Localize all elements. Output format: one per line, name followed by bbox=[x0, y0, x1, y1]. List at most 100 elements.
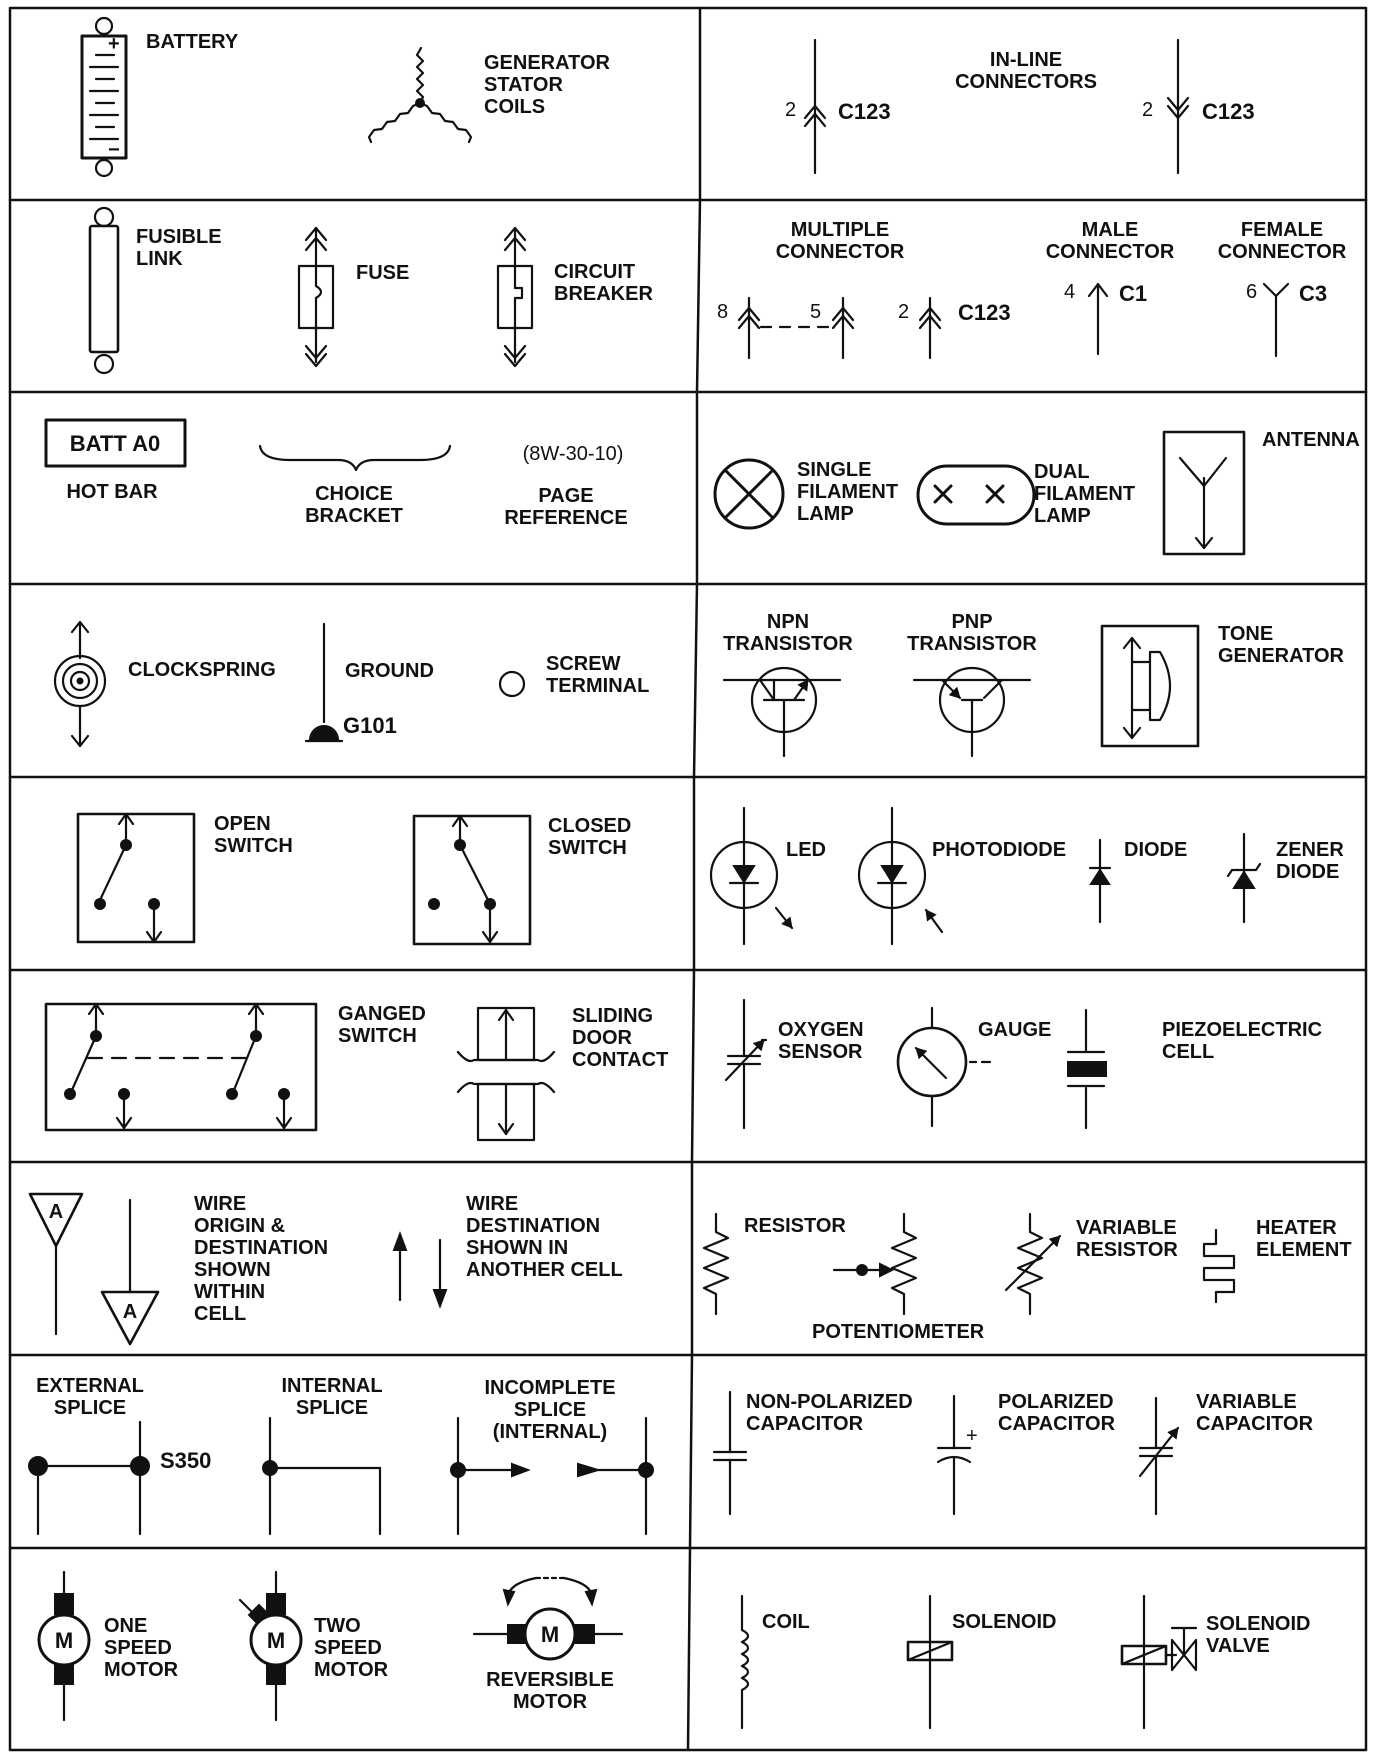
variable-capacitor-symbol: VARIABLE CAPACITOR bbox=[1138, 1391, 1314, 1516]
incomplete-splice-label-line-1: INCOMPLETE bbox=[484, 1377, 615, 1399]
tone-generator-label-line-1: TONE bbox=[1218, 623, 1273, 645]
single-lamp-label-line-3: LAMP bbox=[797, 503, 854, 525]
single-lamp-label-line-2: FILAMENT bbox=[797, 481, 898, 503]
wire-origin-letter-top: A bbox=[49, 1201, 63, 1223]
ground-id: G101 bbox=[343, 713, 397, 738]
sliding-door-contact-icon bbox=[456, 1006, 556, 1142]
generator-stator-icon bbox=[367, 46, 473, 144]
hot-bar-label: HOT BAR bbox=[66, 481, 158, 503]
pnp-transistor-symbol: PNP TRANSISTOR bbox=[907, 611, 1037, 758]
multi-pin-2: 5 bbox=[810, 301, 821, 323]
circuit-breaker-label-line-2: BREAKER bbox=[554, 283, 653, 305]
female-connector-id: C3 bbox=[1299, 281, 1327, 306]
oxygen-sensor-symbol: OXYGEN SENSOR bbox=[724, 998, 864, 1130]
solenoid-valve-icon bbox=[1120, 1594, 1198, 1730]
hot-bar-box-text: BATT A0 bbox=[70, 431, 160, 456]
inline-left-pin: 2 bbox=[785, 99, 796, 121]
screw-terminal-icon bbox=[498, 670, 526, 698]
clockspring-icon bbox=[53, 620, 107, 748]
solenoid-valve-label-line-1: SOLENOID bbox=[1206, 1613, 1310, 1635]
ganged-switch-label-line-2: SWITCH bbox=[338, 1025, 417, 1047]
open-switch-symbol: OPEN SWITCH bbox=[76, 812, 293, 944]
generator-label-line-3: COILS bbox=[484, 96, 545, 118]
oxygen-sensor-label-line-2: SENSOR bbox=[778, 1041, 863, 1063]
ground-label: GROUND bbox=[345, 660, 434, 682]
multi-pin-1: 8 bbox=[717, 301, 728, 323]
multi-connector-id: C123 bbox=[958, 300, 1011, 325]
pol-cap-label-line-2: CAPACITOR bbox=[998, 1413, 1116, 1435]
choice-bracket-label-line-2: BRACKET bbox=[305, 505, 403, 527]
dual-lamp-label-line-2: FILAMENT bbox=[1034, 483, 1135, 505]
sliding-door-label-line-1: SLIDING bbox=[572, 1005, 653, 1027]
battery-minus-sign: − bbox=[108, 139, 120, 161]
external-splice-id: S350 bbox=[160, 1448, 211, 1473]
resistor-label: RESISTOR bbox=[744, 1215, 846, 1237]
piezoelectric-cell-icon bbox=[1066, 1008, 1107, 1130]
diode-icon bbox=[1088, 838, 1112, 924]
page-reference-label-line-1: PAGE bbox=[538, 485, 593, 507]
npn-transistor-icon bbox=[722, 666, 842, 758]
coil-symbol: COIL bbox=[740, 1594, 810, 1730]
clockspring-symbol: CLOCKSPRING bbox=[53, 620, 276, 748]
clockspring-label: CLOCKSPRING bbox=[128, 659, 276, 681]
single-filament-lamp-symbol: SINGLE FILAMENT LAMP bbox=[713, 458, 898, 530]
solenoid-label: SOLENOID bbox=[952, 1611, 1056, 1633]
wire-origin-label-line-4: SHOWN bbox=[194, 1259, 271, 1281]
gauge-label: GAUGE bbox=[978, 1019, 1051, 1041]
coil-label: COIL bbox=[762, 1611, 810, 1633]
open-switch-icon bbox=[76, 812, 196, 944]
solenoid-valve-label-line-2: VALVE bbox=[1206, 1635, 1270, 1657]
wire-destination-label-line-1: WIRE bbox=[466, 1193, 518, 1215]
two-speed-motor-symbol: M TWO SPEED MOTOR bbox=[238, 1570, 389, 1722]
wire-origin-label-line-3: DESTINATION bbox=[194, 1237, 328, 1259]
zener-diode-symbol: ZENER DIODE bbox=[1226, 832, 1344, 924]
incomplete-splice-icon bbox=[450, 1416, 654, 1536]
female-connector-symbol: FEMALE CONNECTOR 6 C3 bbox=[1218, 219, 1347, 358]
ground-symbol: GROUND G101 bbox=[304, 622, 434, 743]
two-speed-label-line-2: SPEED bbox=[314, 1637, 382, 1659]
reversible-motor-icon bbox=[472, 1576, 624, 1661]
page-reference-value: (8W-30-10) bbox=[523, 443, 624, 465]
nonpol-cap-label-line-1: NON-POLARIZED bbox=[746, 1391, 913, 1413]
coil-icon bbox=[740, 1594, 750, 1730]
internal-splice-label-line-1: INTERNAL bbox=[281, 1375, 382, 1397]
circuit-breaker-symbol: CIRCUIT BREAKER bbox=[496, 226, 653, 368]
screw-terminal-symbol: SCREW TERMINAL bbox=[498, 653, 649, 698]
diode-symbol: DIODE bbox=[1088, 838, 1187, 924]
one-speed-label-line-1: ONE bbox=[104, 1615, 147, 1637]
incomplete-splice-label-line-2: SPLICE bbox=[514, 1399, 586, 1421]
sliding-door-label-line-3: CONTACT bbox=[572, 1049, 668, 1071]
inline-connector-male-icon bbox=[1166, 38, 1190, 175]
reversible-label-line-2: MOTOR bbox=[513, 1691, 588, 1713]
incomplete-splice-symbol: INCOMPLETE SPLICE (INTERNAL) bbox=[450, 1377, 654, 1536]
one-speed-label-line-3: MOTOR bbox=[104, 1659, 179, 1681]
resistor-icon bbox=[702, 1212, 730, 1316]
photodiode-label: PHOTODIODE bbox=[932, 839, 1066, 861]
table-grid bbox=[8, 6, 1368, 1752]
wire-destination-label-line-4: ANOTHER CELL bbox=[466, 1259, 623, 1281]
two-speed-motor-icon bbox=[238, 1570, 303, 1722]
wire-origin-symbol: A A WIRE ORIGIN & DESTINATION SHOWN WITH… bbox=[28, 1192, 328, 1346]
var-cap-label-line-2: CAPACITOR bbox=[1196, 1413, 1314, 1435]
variable-resistor-icon bbox=[1004, 1212, 1062, 1316]
gauge-symbol: GAUGE bbox=[896, 1006, 1051, 1128]
wire-destination-symbol: WIRE DESTINATION SHOWN IN ANOTHER CELL bbox=[392, 1193, 623, 1309]
wire-origin-icon bbox=[28, 1192, 160, 1346]
female-connector-label-line-1: FEMALE bbox=[1241, 219, 1323, 241]
fuse-icon bbox=[297, 226, 335, 368]
dual-filament-lamp-icon bbox=[916, 464, 1036, 526]
heater-label-line-1: HEATER bbox=[1256, 1217, 1337, 1239]
choice-bracket-symbol: CHOICE BRACKET bbox=[258, 444, 452, 527]
tone-generator-icon bbox=[1100, 624, 1200, 748]
antenna-symbol: ANTENNA bbox=[1162, 429, 1360, 556]
internal-splice-icon bbox=[262, 1416, 382, 1536]
piezoelectric-cell-symbol: PIEZOELECTRIC CELL bbox=[1066, 1008, 1322, 1130]
two-speed-label-line-3: MOTOR bbox=[314, 1659, 389, 1681]
photodiode-icon bbox=[857, 806, 944, 946]
fusible-link-label-line-2: LINK bbox=[136, 248, 183, 270]
pnp-label-line-2: TRANSISTOR bbox=[907, 633, 1037, 655]
male-connector-symbol: MALE CONNECTOR 4 C1 bbox=[1046, 219, 1175, 356]
piezo-label-line-1: PIEZOELECTRIC bbox=[1162, 1019, 1322, 1041]
photodiode-symbol: PHOTODIODE bbox=[857, 806, 1066, 946]
